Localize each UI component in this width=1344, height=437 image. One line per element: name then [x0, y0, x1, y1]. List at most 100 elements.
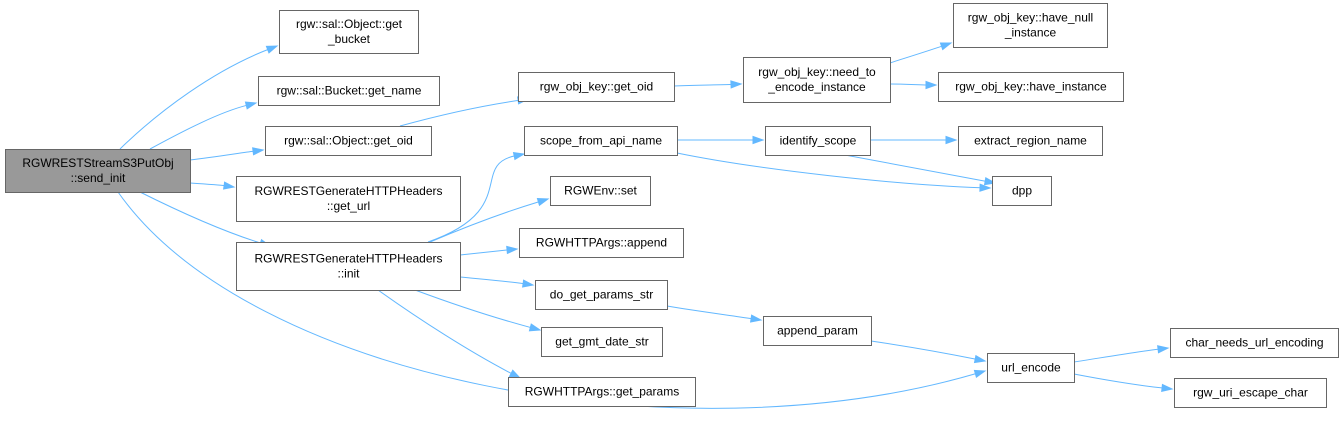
arrow-head: [925, 80, 938, 90]
edge-url_encode-to-rgw_uri_escape_char: [1073, 373, 1174, 393]
arrow-head: [979, 183, 992, 192]
arrow-head: [508, 369, 522, 379]
node-args-get-params[interactable]: RGWHTTPArgs::get_params: [508, 377, 696, 407]
edge-need_to_encode-to-have_null_instance: [889, 42, 953, 64]
arrow-head: [265, 45, 279, 54]
arrow-head: [730, 80, 743, 89]
node-box: [550, 176, 651, 206]
node-label-line: _bucket: [327, 32, 371, 46]
edge-root-to-bucket_get_name: [149, 101, 258, 150]
node-label-line: url_encode: [1001, 361, 1061, 375]
edge-line: [459, 249, 509, 256]
arrow-head: [973, 354, 987, 364]
node-identify-scope[interactable]: identify_scope: [765, 126, 871, 156]
node-label-line: rgw_uri_escape_char: [1193, 386, 1308, 400]
edge-gen_init-to-args_append: [459, 245, 519, 256]
node-box: [765, 126, 871, 156]
node-label-line: RGWHTTPArgs::get_params: [525, 385, 679, 399]
edge-key_get_oid-to-need_to_encode: [673, 80, 743, 89]
edge-line: [119, 48, 269, 150]
node-label-line: rgw_obj_key::have_instance: [955, 80, 1107, 94]
node-args-append[interactable]: RGWHTTPArgs::append: [519, 228, 684, 258]
edge-line: [889, 45, 943, 64]
edge-identify_scope-to-dpp: [844, 154, 997, 186]
arrow-head: [1157, 345, 1170, 354]
arrow-head: [223, 181, 236, 190]
edge-line: [117, 191, 977, 409]
node-box: [958, 126, 1103, 156]
edge-identify_scope-to-extract_region_name: [870, 135, 958, 145]
edge-line: [139, 191, 262, 244]
node-do-get-params-str[interactable]: do_get_params_str: [535, 280, 668, 310]
arrow-head: [945, 135, 958, 145]
node-bucket-get-name[interactable]: rgw::sal::Bucket::get_name: [258, 76, 440, 106]
edge-need_to_encode-to-have_instance: [889, 80, 938, 90]
node-label-line: rgw::sal::Object::get_oid: [284, 134, 413, 148]
node-get-gmt-date-str[interactable]: get_gmt_date_str: [541, 327, 663, 357]
node-label-line: dpp: [1012, 184, 1032, 198]
node-label-line: _instance: [1004, 26, 1057, 40]
arrow-head: [528, 323, 542, 332]
node-env-set[interactable]: RGWEnv::set: [550, 176, 651, 206]
node-rgw-uri-escape-char[interactable]: rgw_uri_escape_char: [1174, 378, 1327, 408]
node-key-get-oid[interactable]: rgw_obj_key::get_oid: [518, 72, 675, 102]
node-label-line: rgw_obj_key::get_oid: [540, 80, 653, 94]
node-have-instance[interactable]: rgw_obj_key::have_instance: [938, 72, 1124, 102]
arrow-head: [244, 101, 258, 110]
node-url-encode[interactable]: url_encode: [987, 353, 1075, 383]
node-dpp[interactable]: dpp: [992, 176, 1052, 206]
arrow-head: [939, 42, 953, 51]
node-box: [763, 316, 872, 346]
node-label-line: ::get_url: [327, 199, 370, 213]
node-label-line: do_get_params_str: [550, 288, 653, 302]
edge-line: [1073, 348, 1160, 363]
node-label-line: RGWRESTGenerateHTTPHeaders: [254, 252, 442, 266]
node-box: [987, 353, 1075, 383]
node-label-line: _encode_instance: [767, 80, 866, 94]
node-label-line: RGWEnv::set: [564, 184, 637, 198]
edge-line: [666, 305, 753, 320]
node-label-line: RGWRESTGenerateHTTPHeaders: [254, 184, 442, 198]
node-obj-get-oid[interactable]: rgw::sal::Object::get_oid: [265, 126, 432, 156]
edge-line: [149, 104, 248, 150]
edge-root-to-gen_get_url: [189, 181, 236, 190]
node-box: [1170, 328, 1339, 358]
node-gen-init[interactable]: RGWRESTGenerateHTTPHeaders::init: [236, 242, 461, 291]
node-box: [258, 76, 440, 106]
edge-line: [459, 276, 525, 285]
node-obj-get-bucket[interactable]: rgw::sal::Object::get_bucket: [279, 10, 419, 54]
node-char-needs-url-encoding[interactable]: char_needs_url_encoding: [1170, 328, 1339, 358]
node-root[interactable]: RGWRESTStreamS3PutObj::send_init: [5, 149, 191, 193]
edge-line: [844, 154, 987, 182]
node-label-line: RGWHTTPArgs::append: [536, 236, 667, 250]
edge-gen_init-to-scope_from_api_name: [427, 151, 526, 243]
node-label-line: append_param: [777, 324, 858, 338]
node-have-null-instance[interactable]: rgw_obj_key::have_null_instance: [953, 3, 1108, 48]
node-box: [265, 126, 432, 156]
edge-root-to-obj_get_bucket: [119, 45, 279, 150]
node-scope-from-api-name[interactable]: scope_from_api_name: [524, 126, 678, 156]
node-label-line: char_needs_url_encoding: [1185, 336, 1323, 350]
edge-scope_from_api_name-to-identify_scope: [677, 135, 765, 145]
node-box: [508, 377, 696, 407]
edge-line: [427, 155, 516, 243]
node-extract-region-name[interactable]: extract_region_name: [958, 126, 1103, 156]
node-gen-get-url[interactable]: RGWRESTGenerateHTTPHeaders::get_url: [236, 176, 461, 222]
node-label-line: rgw::sal::Bucket::get_name: [277, 84, 422, 98]
edge-line: [870, 340, 977, 360]
edge-line: [399, 99, 520, 127]
edge-append_param-to-url_encode: [870, 340, 987, 364]
node-box: [518, 72, 675, 102]
arrow-head: [506, 245, 519, 255]
node-label-line: ::send_init: [71, 171, 126, 185]
node-label-line: scope_from_api_name: [540, 134, 662, 148]
edge-root-to-obj_get_oid: [189, 147, 265, 161]
node-label-line: get_gmt_date_str: [555, 335, 648, 349]
node-label-line: rgw::sal::Object::get: [296, 17, 403, 31]
node-append-param[interactable]: append_param: [763, 316, 872, 346]
node-need-to-encode[interactable]: rgw_obj_key::need_to_encode_instance: [743, 57, 891, 103]
node-box: [743, 57, 891, 103]
node-box: [236, 242, 461, 291]
node-box: [236, 176, 461, 222]
